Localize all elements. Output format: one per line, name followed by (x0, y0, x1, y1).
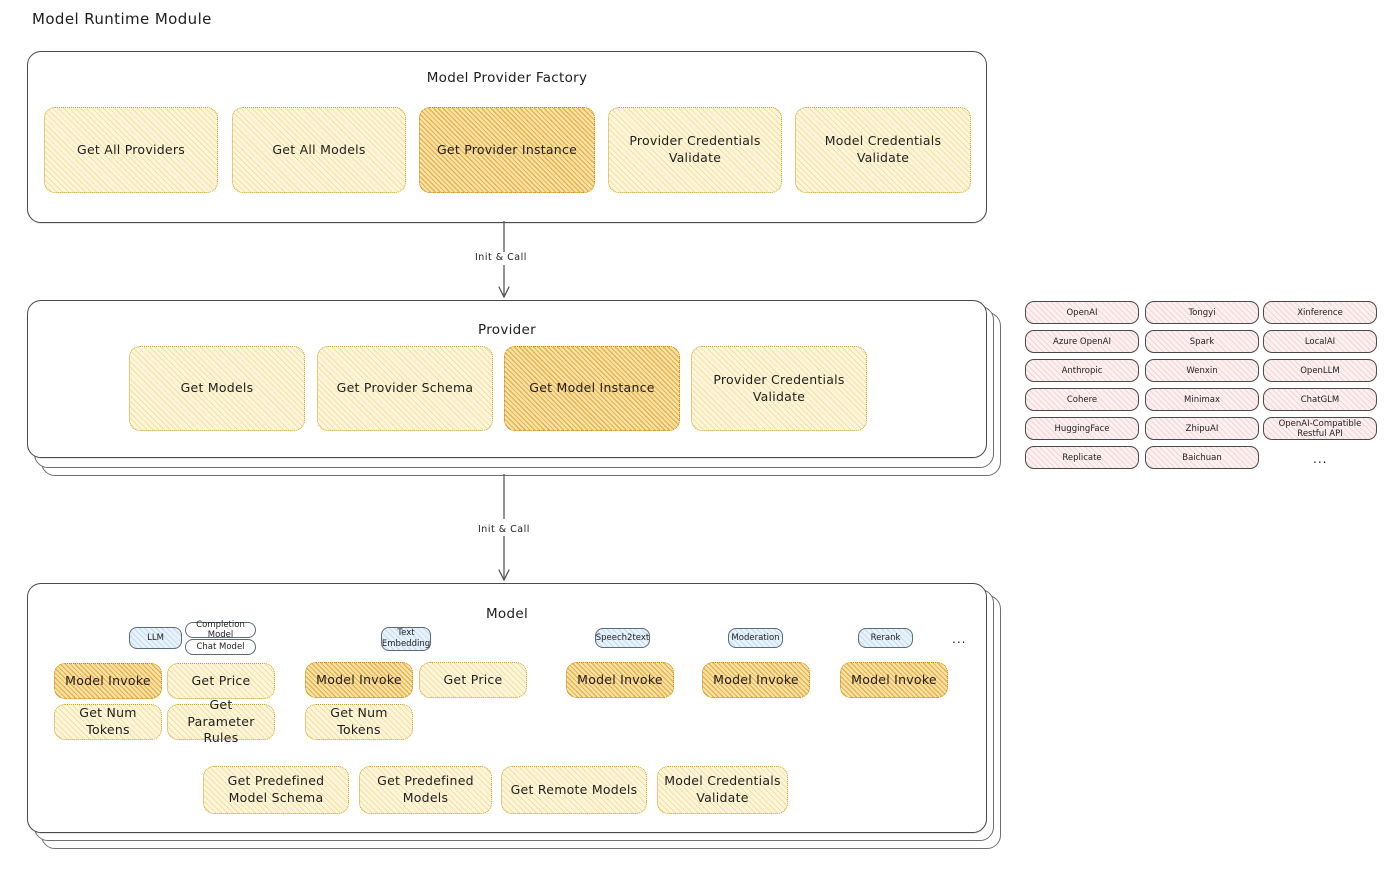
arrow-factory-to-provider (498, 221, 510, 299)
provider-chip-azure-openai[interactable]: Azure OpenAI (1025, 330, 1139, 353)
moderation-method-model-invoke[interactable]: Model Invoke (702, 662, 810, 698)
provider-chip-anthropic[interactable]: Anthropic (1025, 359, 1139, 382)
provider-chip-openai[interactable]: OpenAI (1025, 301, 1139, 324)
provider-chip-chatglm[interactable]: ChatGLM (1263, 388, 1377, 411)
page-title: Model Runtime Module (32, 10, 212, 28)
factory-method-get-all-providers[interactable]: Get All Providers (44, 107, 218, 193)
provider-chip-cohere[interactable]: Cohere (1025, 388, 1139, 411)
llm-method-model-invoke[interactable]: Model Invoke (54, 663, 162, 699)
factory-method-get-provider-instance[interactable]: Get Provider Instance (419, 107, 595, 193)
provider-chip-openai-compatible-restful-api[interactable]: OpenAI-Compatible Restful API (1263, 417, 1377, 440)
provider-title: Provider (478, 322, 536, 338)
provider-method-get-provider-schema[interactable]: Get Provider Schema (317, 346, 493, 431)
provider-method-get-model-instance[interactable]: Get Model Instance (504, 346, 680, 431)
provider-chip-localai[interactable]: LocalAI (1263, 330, 1377, 353)
arrow-provider-to-model (498, 474, 510, 582)
llm-method-get-num-tokens[interactable]: Get Num Tokens (54, 704, 162, 740)
model-type-badge-llm[interactable]: LLM (129, 627, 182, 649)
model-type-badge-text-embedding[interactable]: Text Embedding (381, 627, 431, 651)
text-embedding-method-model-invoke[interactable]: Model Invoke (305, 662, 413, 698)
provider-chip-huggingface[interactable]: HuggingFace (1025, 417, 1139, 440)
model-common-method-get-remote-models[interactable]: Get Remote Models (501, 766, 647, 814)
rerank-method-model-invoke[interactable]: Model Invoke (840, 662, 948, 698)
provider-chip-minimax[interactable]: Minimax (1145, 388, 1259, 411)
provider-chip-zhipuai[interactable]: ZhipuAI (1145, 417, 1259, 440)
model-type-sub-badge-chat-model[interactable]: Chat Model (185, 639, 256, 655)
provider-method-provider-credentials-validate[interactable]: Provider Credentials Validate (691, 346, 867, 431)
text-embedding-method-get-price[interactable]: Get Price (419, 662, 527, 698)
provider-chip-tongyi[interactable]: Tongyi (1145, 301, 1259, 324)
model-type-badge-moderation[interactable]: Moderation (728, 628, 783, 648)
arrow-label-init-and-call-1: Init & Call (472, 252, 530, 263)
model-type-badge-speech2text[interactable]: Speech2text (595, 628, 650, 648)
model-provider-factory-title: Model Provider Factory (426, 70, 588, 86)
text-embedding-method-get-num-tokens[interactable]: Get Num Tokens (305, 704, 413, 740)
model-common-method-model-credentials-validate[interactable]: Model Credentials Validate (657, 766, 788, 814)
provider-chip-replicate[interactable]: Replicate (1025, 446, 1139, 469)
factory-method-model-credentials-validate[interactable]: Model Credentials Validate (795, 107, 971, 193)
provider-method-get-models[interactable]: Get Models (129, 346, 305, 431)
provider-chip-openllm[interactable]: OpenLLM (1263, 359, 1377, 382)
provider-chip-xinference[interactable]: Xinference (1263, 301, 1377, 324)
model-title: Model (485, 606, 529, 622)
provider-list-more-ellipsis: ... (1313, 452, 1328, 466)
model-common-method-get-predefined-model-schema[interactable]: Get Predefined Model Schema (203, 766, 349, 814)
llm-method-get-parameter-rules[interactable]: Get Parameter Rules (167, 697, 275, 745)
model-type-sub-badge-completion-model[interactable]: Completion Model (185, 620, 256, 640)
factory-method-get-all-models[interactable]: Get All Models (232, 107, 406, 193)
model-types-more-ellipsis: ... (952, 632, 967, 646)
model-common-method-get-predefined-models[interactable]: Get Predefined Models (359, 766, 492, 814)
provider-chip-spark[interactable]: Spark (1145, 330, 1259, 353)
provider-chip-baichuan[interactable]: Baichuan (1145, 446, 1259, 469)
factory-method-provider-credentials-validate[interactable]: Provider Credentials Validate (608, 107, 782, 193)
provider-chip-wenxin[interactable]: Wenxin (1145, 359, 1259, 382)
llm-method-get-price[interactable]: Get Price (167, 663, 275, 699)
speech2text-method-model-invoke[interactable]: Model Invoke (566, 662, 674, 698)
arrow-label-init-and-call-2: Init & Call (475, 524, 533, 535)
model-type-badge-rerank[interactable]: Rerank (858, 628, 913, 648)
